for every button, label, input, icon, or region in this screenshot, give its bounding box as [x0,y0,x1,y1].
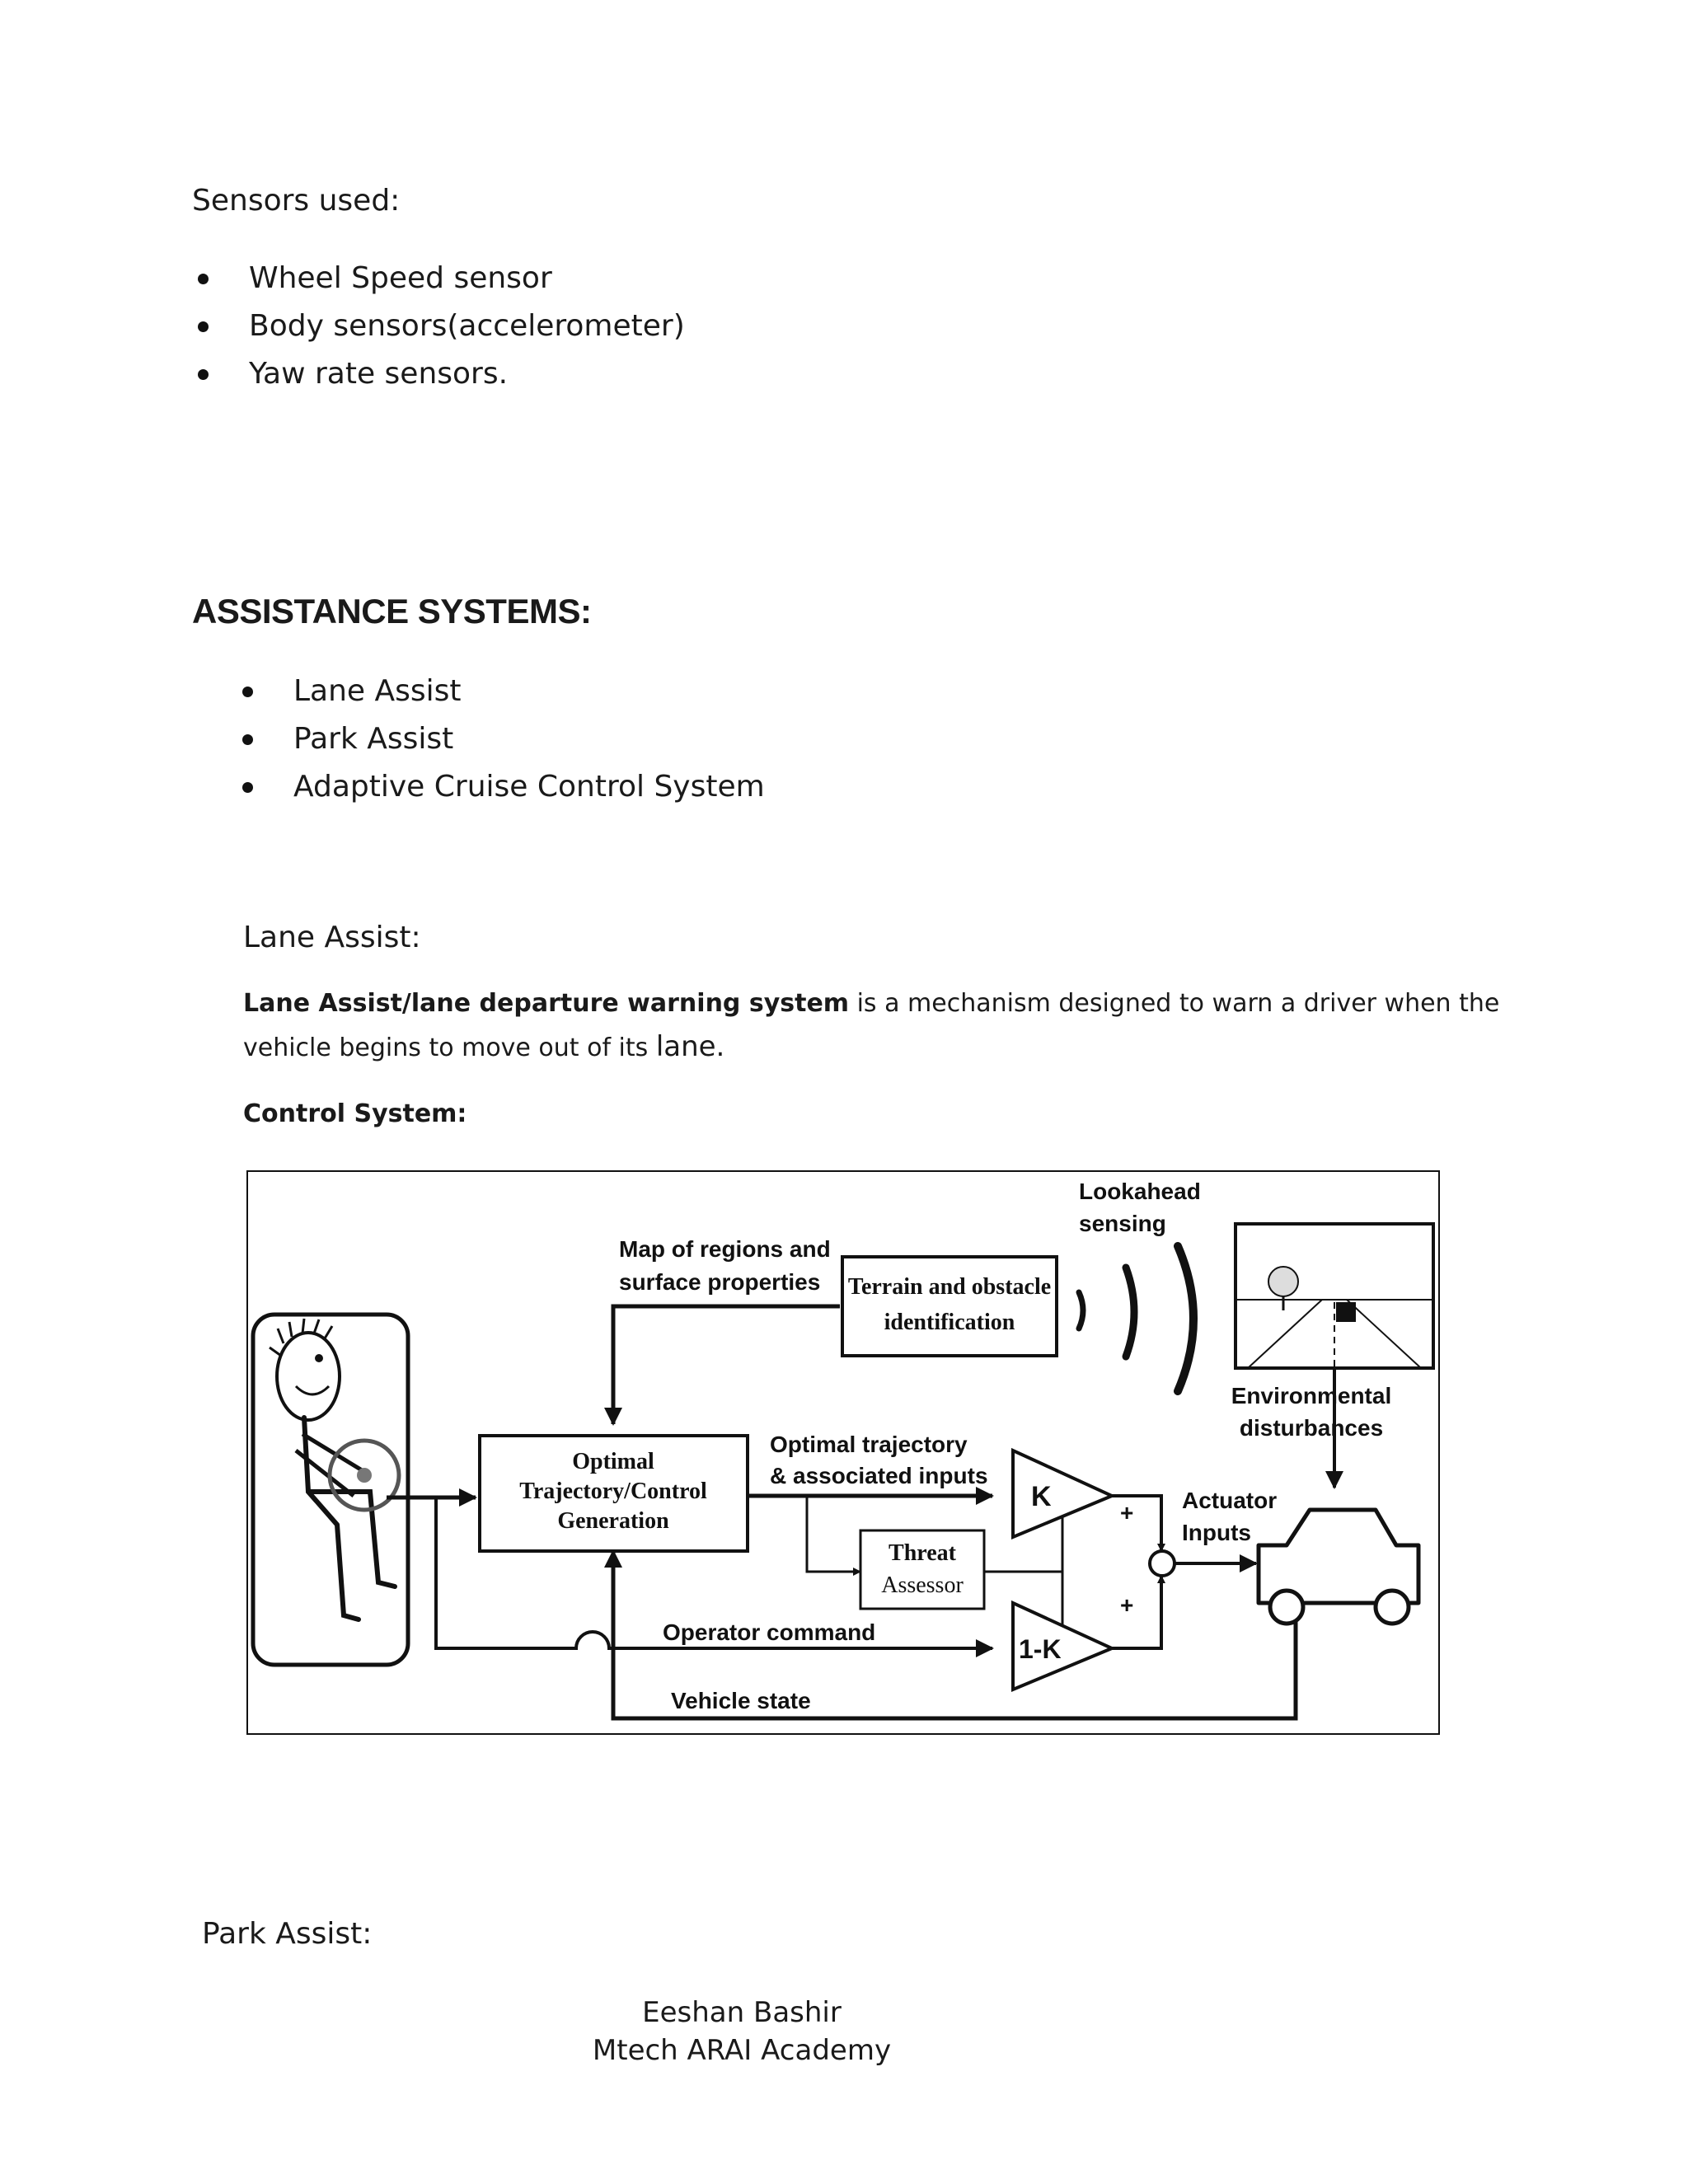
gain-k-label: K [1031,1481,1052,1512]
lookahead-label-2: sensing [1079,1211,1166,1236]
gain-1k-label: 1-K [1019,1634,1062,1664]
control-system-label: Control System: [243,1099,467,1128]
optimal-box-line-2: Trajectory/Control [519,1479,707,1504]
operator-command-label: Operator command [663,1619,875,1645]
control-system-diagram: + + Optimal Trajectory/Control Generatio… [246,1170,1440,1735]
optimal-box-line-3: Generation [557,1508,669,1534]
map-label-1: Map of regions and [619,1236,831,1262]
vehicle-state-label: Vehicle state [671,1688,811,1713]
terrain-box-line-2: identification [884,1310,1015,1335]
lookahead-label-1: Lookahead [1079,1179,1201,1204]
env-dist-label-2: disturbances [1240,1415,1383,1441]
actuator-label-2: Inputs [1182,1520,1251,1545]
list-item: Lane Assist [242,668,765,715]
sensors-title: Sensors used: [192,183,400,218]
lane-assist-term: Lane Assist/lane departure warning syste… [243,989,849,1018]
driver-figure [253,1315,408,1665]
road-scene [1236,1224,1433,1368]
threat-box-line-2: Assessor [881,1572,964,1598]
list-item: Yaw rate sensors. [198,350,685,398]
optimal-traj-label-2: & associated inputs [770,1463,988,1488]
threat-box-line-1: Threat [889,1540,957,1566]
optimal-box-line-1: Optimal [572,1449,654,1474]
list-item: Body sensors(accelerometer) [198,302,685,350]
list-item: Adaptive Cruise Control System [242,763,765,811]
summing-junction [1150,1551,1175,1576]
tree-icon [1268,1267,1298,1296]
optimal-traj-label-1: Optimal trajectory [770,1432,968,1457]
list-item: Park Assist [242,715,765,763]
section-heading: ASSISTANCE SYSTEMS: [192,592,591,631]
lane-assist-end: lane. [656,1030,725,1063]
map-label-2: surface properties [619,1269,820,1295]
driver-head [277,1333,340,1420]
footer-affiliation: Mtech ARAI Academy [0,2034,1484,2068]
assistance-list: Lane Assist Park Assist Adaptive Cruise … [242,668,765,811]
plus-sign-bottom: + [1120,1592,1133,1618]
footer-author: Eeshan Bashir [0,1996,1484,2030]
actuator-label-1: Actuator [1182,1488,1277,1513]
sensors-list: Wheel Speed sensor Body sensors(accelero… [198,255,685,398]
terrain-box [842,1257,1057,1356]
list-item: Wheel Speed sensor [198,255,685,302]
park-assist-title: Park Assist: [202,1916,372,1952]
lane-assist-paragraph: Lane Assist/lane departure warning syste… [243,982,1529,1070]
terrain-box-line-1: Terrain and obstacle [848,1274,1051,1300]
lane-assist-title: Lane Assist: [243,920,421,955]
env-dist-label-1: Environmental [1231,1383,1391,1408]
plus-sign-top: + [1120,1500,1133,1526]
